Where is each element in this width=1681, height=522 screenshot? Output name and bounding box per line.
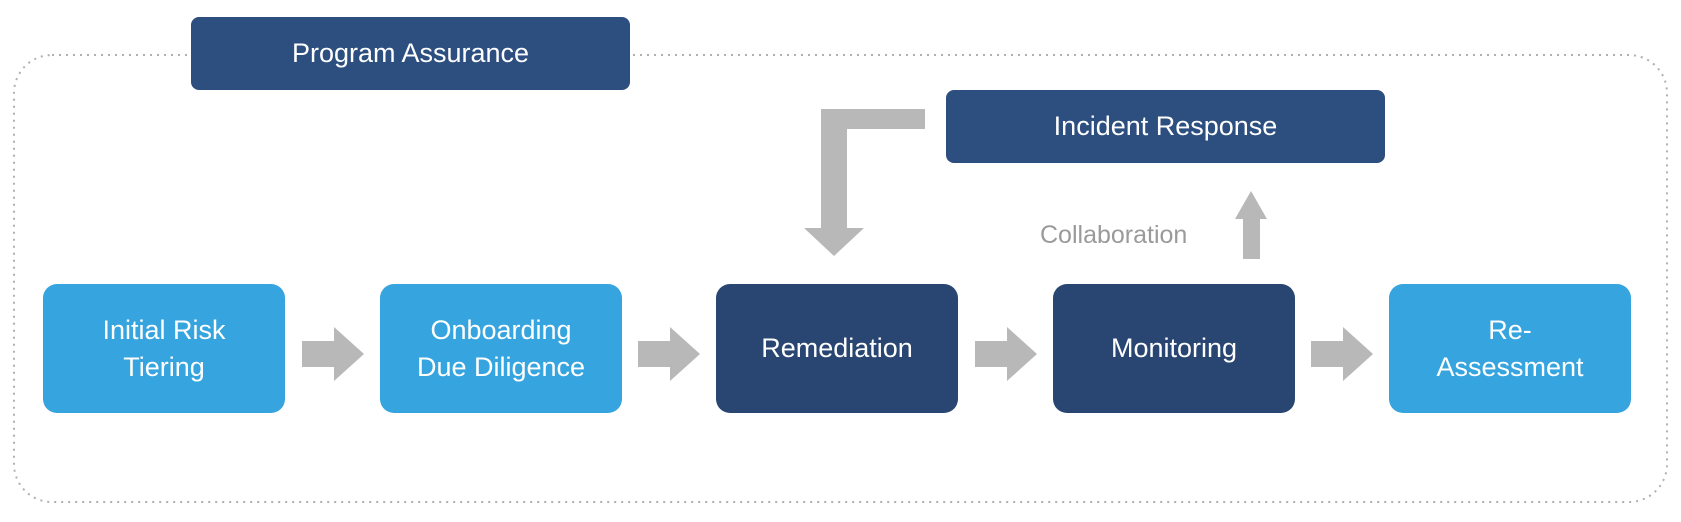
stage-re-assessment: Re- Assessment <box>1389 284 1631 413</box>
stage-label-line: Assessment <box>1436 351 1584 382</box>
stage-remediation: Remediation <box>716 284 958 413</box>
arrow-right-icon <box>975 327 1037 381</box>
program-assurance-banner: Program Assurance <box>191 17 630 90</box>
stage-label-line: Re- <box>1488 314 1532 345</box>
incident-response-box: Incident Response <box>946 90 1385 163</box>
collaboration-label: Collaboration <box>1040 221 1188 249</box>
incident-response-label: Incident Response <box>1053 111 1278 141</box>
elbow-arrow-icon <box>804 109 925 256</box>
stage-label-line: Onboarding <box>430 314 572 345</box>
stage-monitoring: Monitoring <box>1053 284 1295 413</box>
stage-onboarding-due-diligence: Onboarding Due Diligence <box>380 284 622 413</box>
program-assurance-label: Program Assurance <box>291 38 530 68</box>
stage-label-line: Monitoring <box>1110 333 1238 363</box>
arrow-up-icon <box>1235 191 1267 259</box>
stage-label-line: Remediation <box>761 333 913 363</box>
arrow-right-icon <box>1311 327 1373 381</box>
stage-label-line: Initial Risk <box>102 314 226 345</box>
stage-label-line: Due Diligence <box>416 351 586 382</box>
arrow-right-icon <box>302 327 364 381</box>
arrow-right-icon <box>638 327 700 381</box>
stage-label-line: Tiering <box>123 351 205 382</box>
stage-initial-risk-tiering: Initial Risk Tiering <box>43 284 285 413</box>
